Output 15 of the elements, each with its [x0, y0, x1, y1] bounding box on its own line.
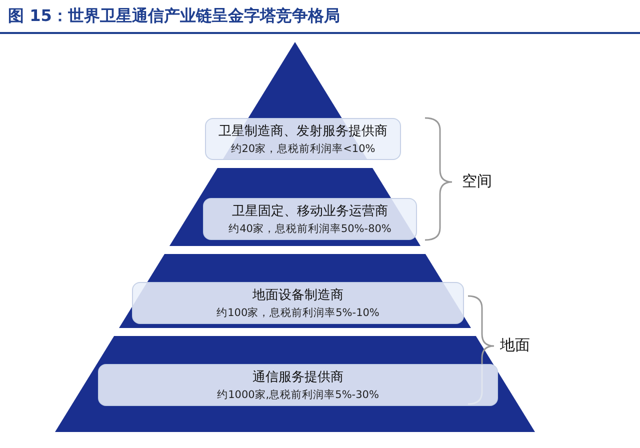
tier-label-box: [132, 282, 464, 324]
tier-detail: 约20家，息税前利润率<10%: [230, 142, 376, 156]
figure-title: 图 15：世界卫星通信产业链呈金字塔竞争格局: [8, 6, 340, 27]
tier-detail: 约1000家,息税前利润率5%-30%: [216, 388, 380, 402]
tier-label-box: [203, 198, 417, 240]
tier-heading: 地面设备制造商: [252, 287, 344, 304]
group-label: 地面: [500, 336, 530, 355]
tier-heading: 卫星固定、移动业务运营商: [231, 203, 389, 220]
tier-heading: 通信服务提供商: [252, 369, 344, 386]
group-label: 空间: [462, 172, 492, 191]
tier-label-box: [98, 364, 498, 406]
tier-label-box: [205, 118, 401, 160]
tier-detail: 约40家，息税前利润率50%-80%: [228, 222, 392, 236]
tier-detail: 约100家，息税前利润率5%-10%: [216, 306, 380, 320]
tier-heading: 卫星制造商、发射服务提供商: [218, 123, 388, 140]
